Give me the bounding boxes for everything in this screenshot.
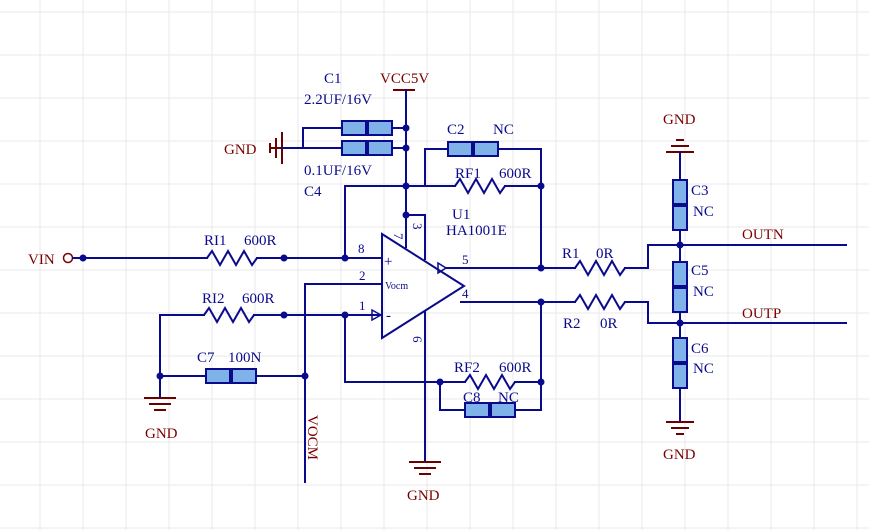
capacitor-c7 [159,368,306,384]
gnd-label-decoupling: GND [224,142,257,158]
gnd-label-c7: GND [145,426,178,442]
pin-1: 1 [359,298,366,313]
rf1-value: 600R [499,166,532,182]
ri1-value: 600R [244,233,277,249]
r1-value: 0R [596,246,614,262]
c7-ref: C7 [197,350,215,366]
vocm-net-label: VOCM [304,415,320,460]
capacitor-c4 [302,140,407,156]
pin-6: 6 [410,336,425,343]
c6-value: NC [693,361,714,377]
vin-port-icon [62,252,74,264]
c5-value: NC [693,284,714,300]
capacitor-c6 [672,337,688,423]
gnd-symbol-decoupling [269,132,283,164]
pin-8: 8 [358,241,365,256]
c8-ref: C8 [463,390,481,406]
c6-ref: C6 [691,341,709,357]
opamp-u1 [345,214,541,462]
vcc5v-label: VCC5V [380,71,429,87]
capacitor-c5 [672,261,688,339]
resistor-ri2 [203,305,371,325]
resistor-rf2 [464,372,542,392]
gnd-label-opamp: GND [407,488,440,504]
opamp-vocm-pin-label: Vocm [385,281,408,292]
c3-value: NC [693,204,714,220]
c4-value: 0.1UF/16V [304,163,372,179]
pin-4: 4 [462,286,469,301]
c4-ref: C4 [304,184,322,200]
pin-3: 3 [410,223,425,230]
gnd-symbol-bottom-right [666,421,694,435]
opamp-part: HA1001E [446,223,507,239]
c1-value: 2.2UF/16V [304,92,372,108]
r2-value: 0R [600,316,618,332]
gnd-label-top-right: GND [663,112,696,128]
resistor-r2 [540,292,649,312]
c2-ref: C2 [447,122,465,138]
vcc5v-supply [393,89,415,216]
pin-2: 2 [359,268,366,283]
resistor-rf1 [429,176,542,196]
gnd-symbol-top-right [666,139,694,153]
ri2-ref: RI2 [202,291,225,307]
r2-ref: R2 [563,316,581,332]
c2-value: NC [493,122,514,138]
pin-5: 5 [462,252,469,267]
outn-label: OUTN [742,227,784,243]
capacitor-c2 [424,141,542,157]
rf2-ref: RF2 [454,360,480,376]
r1-ref: R1 [562,246,580,262]
capacitor-c3 [672,179,688,263]
c1-ref: C1 [324,71,342,87]
c8-value: NC [498,390,519,406]
gnd-label-bottom-right: GND [663,447,696,463]
c3-ref: C3 [691,183,709,199]
opamp-minus: - [386,308,391,324]
outp-label: OUTP [742,306,781,322]
gnd-symbol-opamp [409,461,441,475]
ri1-ref: RI1 [204,233,227,249]
capacitor-c8 [439,402,542,418]
gnd-symbol-c7 [144,397,176,411]
c5-ref: C5 [691,263,709,279]
rf2-value: 600R [499,360,532,376]
c7-value: 100N [228,350,262,366]
vin-label: VIN [28,252,55,268]
capacitor-c1 [302,120,407,136]
rf1-ref: RF1 [455,166,481,182]
ri2-value: 600R [242,291,275,307]
pin-7: 7 [391,233,406,240]
opamp-plus: + [384,254,392,270]
resistor-r1 [540,258,649,278]
opamp-designator: U1 [452,207,470,223]
